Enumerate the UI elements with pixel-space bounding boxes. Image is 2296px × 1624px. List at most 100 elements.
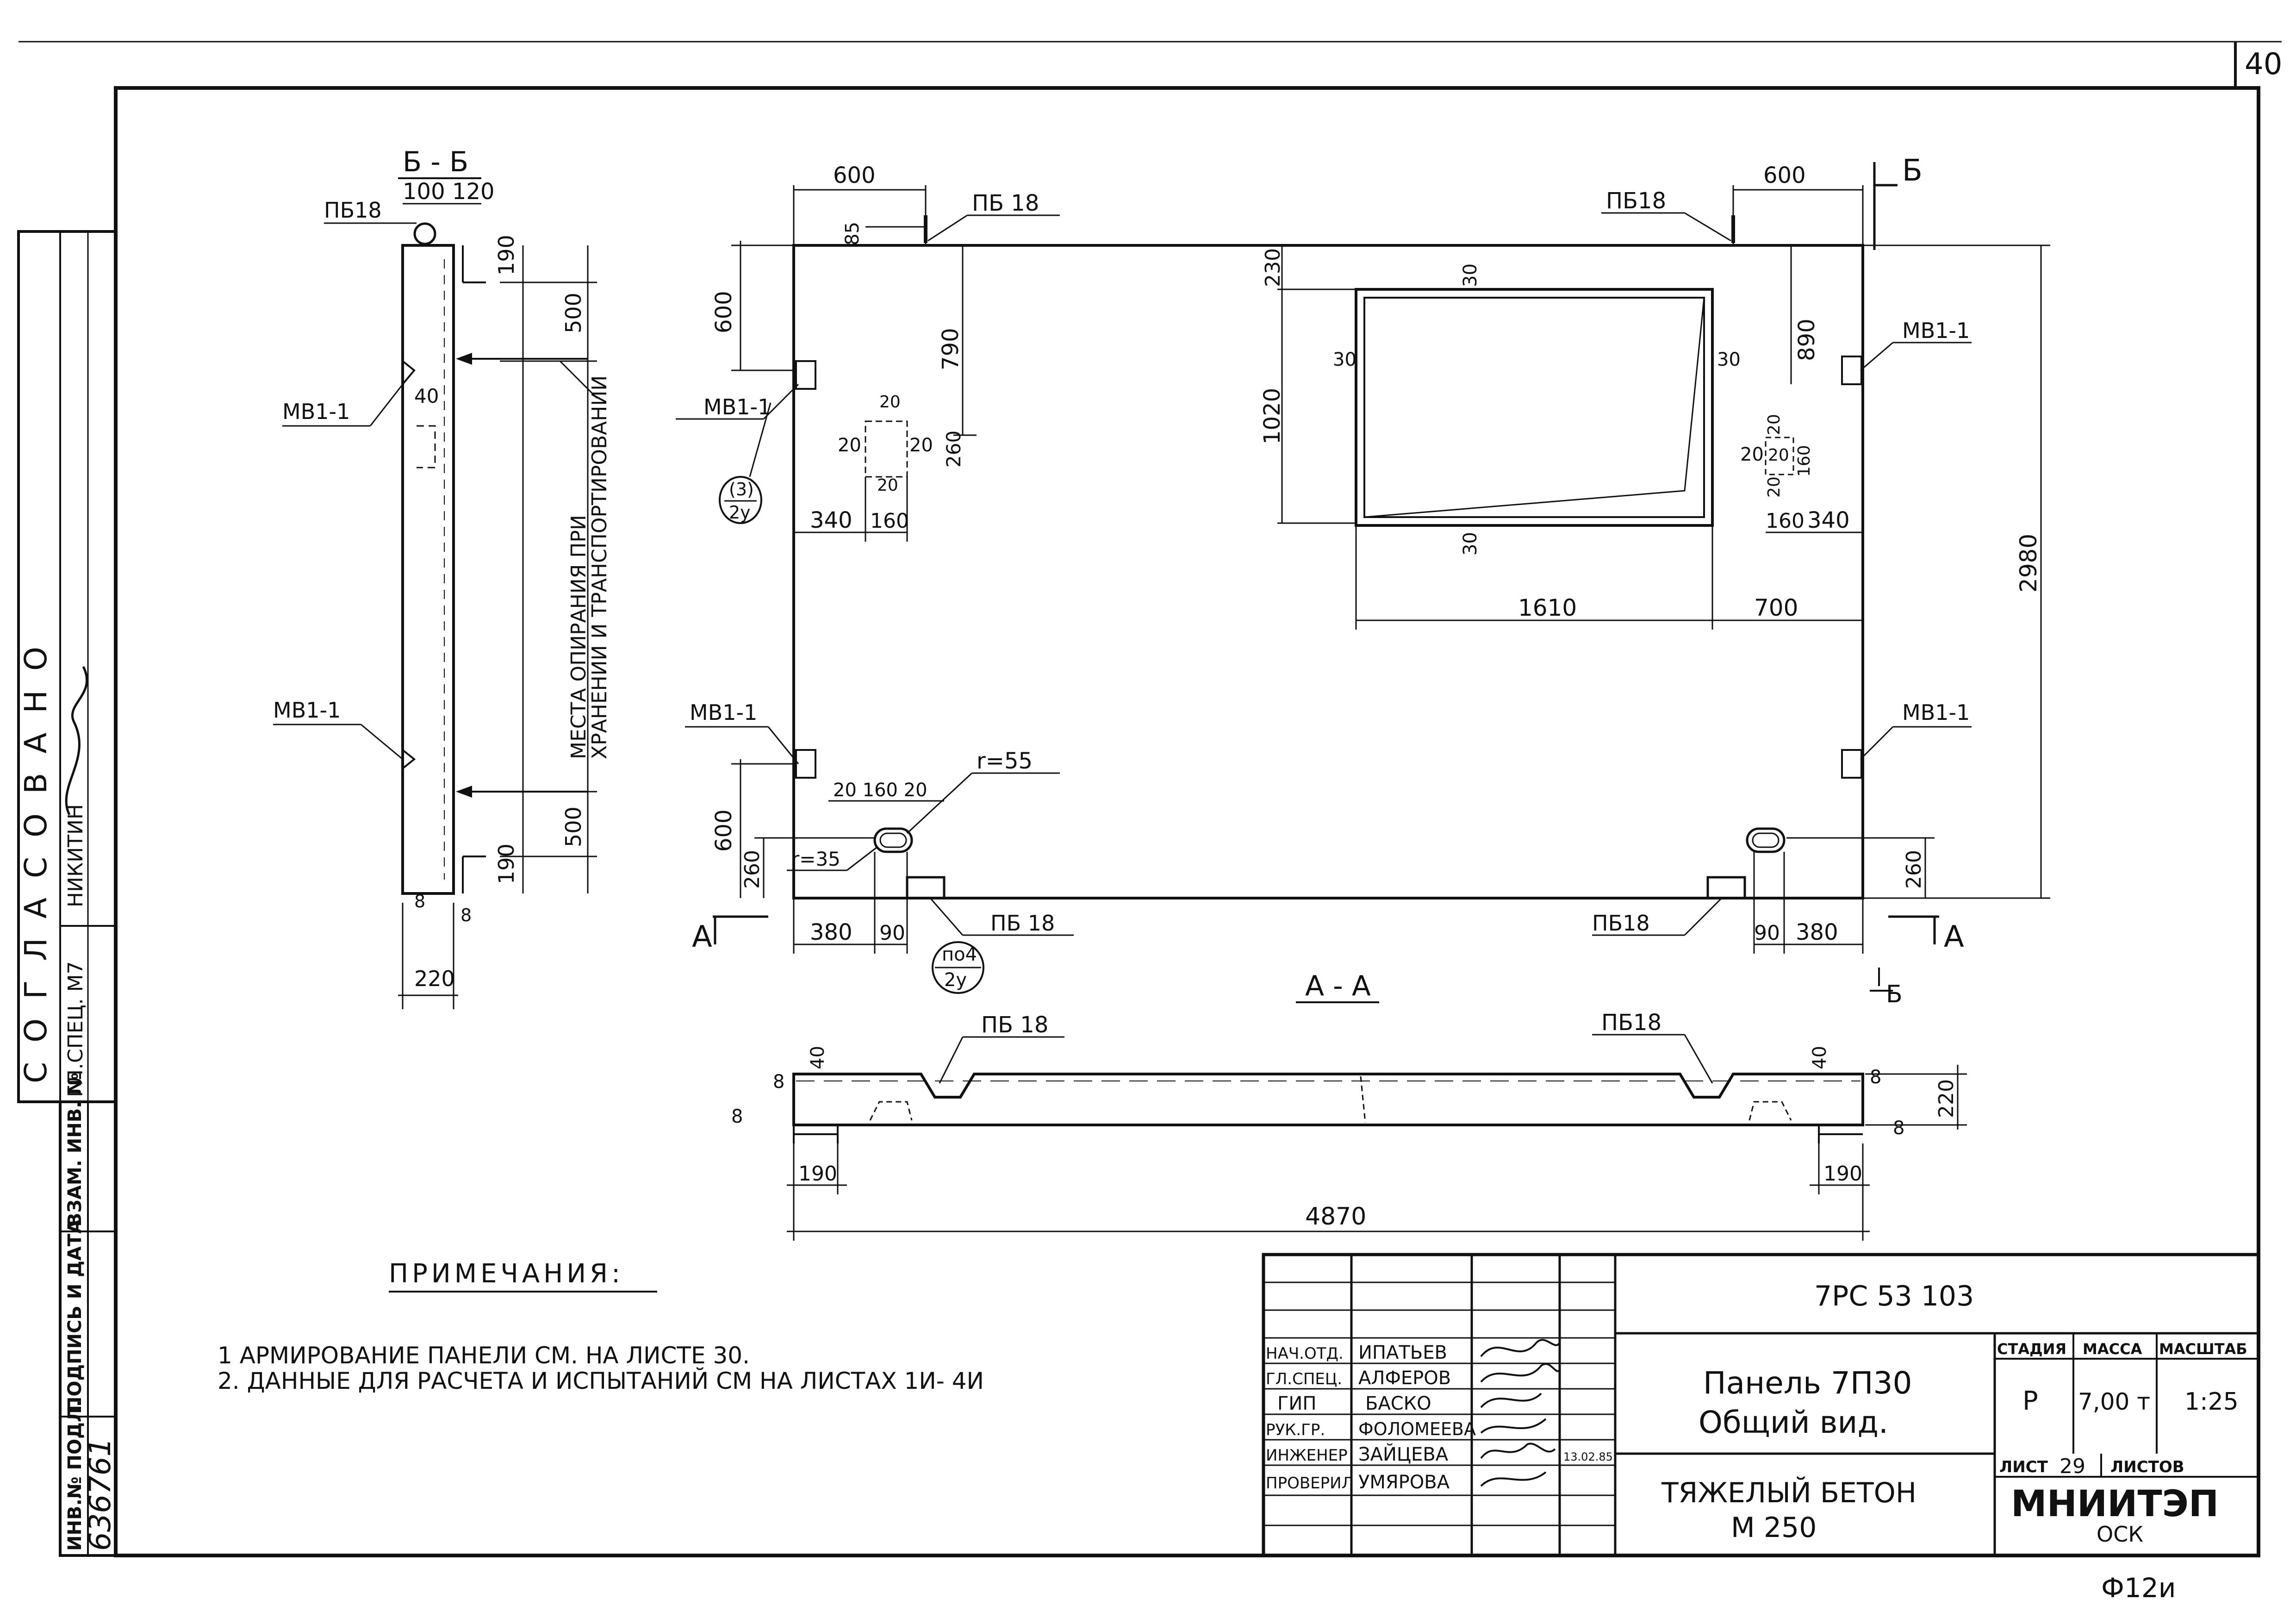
signature-2: [1480, 1393, 1542, 1408]
agreed-signature: [65, 666, 88, 816]
section-aa-40-right: 40: [1809, 1046, 1830, 1069]
plan-340-right: 340: [1807, 507, 1850, 533]
role-0: НАЧ.ОТД.: [1266, 1344, 1344, 1363]
lift-hole-left: [873, 827, 913, 853]
mv-insert-tl: [795, 360, 816, 390]
replace-inv-label: ВЗАМ. ИНВ. №: [64, 1073, 86, 1227]
plan-600-v-bot: 600: [711, 809, 737, 852]
bottom-loop-left: [906, 876, 946, 899]
plan-260-left: 260: [942, 431, 965, 468]
inv-original-label: ИНВ.№ ПОДЛ.: [64, 1400, 86, 1551]
role-4: ИНЖЕНЕР: [1266, 1446, 1348, 1465]
org-sub: ОСК: [2097, 1522, 2143, 1547]
plan-340-left: 340: [810, 507, 852, 533]
sheet-frame: [114, 86, 2260, 1557]
title-line-1: Панель 7П30: [1703, 1365, 1912, 1401]
role-3: РУК.ГР.: [1266, 1421, 1325, 1439]
section-bb-title: Б - Б: [403, 146, 468, 178]
section-aa-4870: 4870: [1305, 1203, 1366, 1230]
section-aa-40-left: 40: [807, 1046, 828, 1069]
section-aa-body: [792, 1073, 1864, 1126]
inventory-number: 636761: [83, 1438, 118, 1551]
page-number: 40: [2245, 47, 2282, 81]
plan-cut-20a: 20: [879, 393, 901, 412]
material-line-1: ТЯЖЕЛЫЙ БЕТОН: [1661, 1476, 1916, 1509]
plan-380-left: 380: [810, 919, 852, 945]
section-bb-500-top: 500: [561, 293, 586, 333]
mass-value: 7,00 т: [2078, 1388, 2150, 1415]
sheet-label: ЛИСТ: [1999, 1458, 2048, 1476]
section-aa-pb-left: ПБ 18: [981, 1012, 1048, 1038]
material-line-2: М 250: [1731, 1512, 1817, 1544]
plan-2980: 2980: [2015, 534, 2042, 593]
plan-890: 890: [1794, 319, 1820, 361]
name-5: УМЯРОВА: [1358, 1472, 1450, 1493]
org-name: МНИИТЭП: [2011, 1483, 2219, 1525]
cutout-left: [865, 420, 908, 478]
section-aa-title: А - А: [1305, 970, 1371, 1002]
lifting-loop: [413, 222, 436, 245]
section-bb-190-bot: 190: [494, 843, 519, 884]
role-2: ГИП: [1277, 1393, 1316, 1414]
name-1: АЛФЕРОВ: [1358, 1368, 1451, 1389]
plan-700: 700: [1754, 594, 1798, 621]
signature-5: [1480, 1471, 1547, 1487]
position-circle-bottom: [932, 941, 984, 994]
cut-a-left: А: [692, 920, 712, 954]
notes-title: ПРИМЕЧАНИЯ:: [389, 1259, 624, 1289]
panel-outline: [792, 244, 1864, 899]
left-strip: СОГЛАСОВАНО ГЛ.СПЕЦ. М7 НИКИТИН ВЗАМ. ИН…: [17, 230, 118, 1557]
signature-4: [1480, 1443, 1556, 1459]
chief-spec-name: НИКИТИН: [64, 804, 87, 907]
section-aa-220: 220: [1935, 1079, 1958, 1118]
plan-600-left: 600: [833, 162, 876, 188]
plan-30-top: 30: [1460, 263, 1481, 287]
plan-pb-top-left: ПБ 18: [972, 190, 1039, 216]
stage-value: Р: [2022, 1386, 2038, 1416]
signature-1: [1480, 1363, 1561, 1383]
name-4: ЗАЙЦЕВА: [1358, 1443, 1449, 1465]
section-aa: А - А ПБ 18 ПБ18 40 40 8 8 8 8 220 190: [731, 970, 1967, 1241]
mv-insert-bl: [795, 749, 816, 779]
sign-date: 13.02.85: [1563, 1450, 1613, 1463]
chief-spec-label: ГЛ.СПЕЦ. М7: [64, 961, 87, 1097]
section-bb-220: 220: [414, 966, 455, 991]
plan-pb-top-right: ПБ18: [1606, 188, 1666, 214]
scale-label: МАСШТАБ: [2159, 1340, 2247, 1358]
section-aa-8-c: 8: [1870, 1067, 1881, 1088]
section-bb-mv-label-top: МВ1-1: [282, 399, 350, 424]
signature-3: [1480, 1418, 1547, 1434]
plan-160-left: 160: [870, 509, 909, 533]
support-arrow-bottom: [456, 786, 472, 798]
section-aa-pb-right: ПБ18: [1601, 1010, 1661, 1036]
position-circle-top: (3): [729, 479, 754, 500]
cut-b-bottom: Б: [1886, 981, 1903, 1008]
section-aa-8-d: 8: [1893, 1118, 1904, 1139]
plan-30-left: 30: [1333, 349, 1356, 370]
plan-cut-20c: 20: [909, 435, 933, 456]
plan-30-right: 30: [1717, 349, 1741, 370]
plan-600-v-top: 600: [711, 291, 737, 333]
doc-code: 7РС 53 103: [1814, 1280, 1974, 1312]
role-1: ГЛ.СПЕЦ.: [1266, 1370, 1342, 1388]
title-line-2: Общий вид.: [1699, 1405, 1888, 1440]
section-bb-body: [401, 244, 455, 895]
signature-0: [1480, 1339, 1561, 1357]
section-bb-8b: 8: [460, 905, 472, 925]
notes: ПРИМЕЧАНИЯ: 1 АРМИРОВАНИЕ ПАНЕЛИ СМ. НА …: [218, 1259, 984, 1394]
plan-160-right: 160: [1766, 509, 1804, 533]
plan-cut-20b: 20: [838, 435, 861, 456]
plan-pb-bot-left: ПБ 18: [990, 911, 1055, 936]
plan-pb-bot-right: ПБ18: [1592, 911, 1650, 936]
pos-circle-bot-text: 2у: [944, 969, 967, 991]
plan-85: 85: [842, 222, 863, 245]
plan-cut-20f: 20: [1768, 446, 1789, 465]
section-aa-8-a: 8: [773, 1071, 784, 1093]
note-line-2: 2. ДАННЫЕ ДЛЯ РАСЧЕТА И ИСПЫТАНИЙ СМ НА …: [218, 1367, 984, 1394]
lift-hole-right: [1746, 827, 1786, 853]
section-aa-190-left: 190: [798, 1162, 837, 1186]
plan-790: 790: [938, 328, 964, 370]
name-3: ФОЛОМЕЕВА: [1358, 1419, 1476, 1439]
section-bb-pb-label: ПБ18: [324, 198, 382, 223]
